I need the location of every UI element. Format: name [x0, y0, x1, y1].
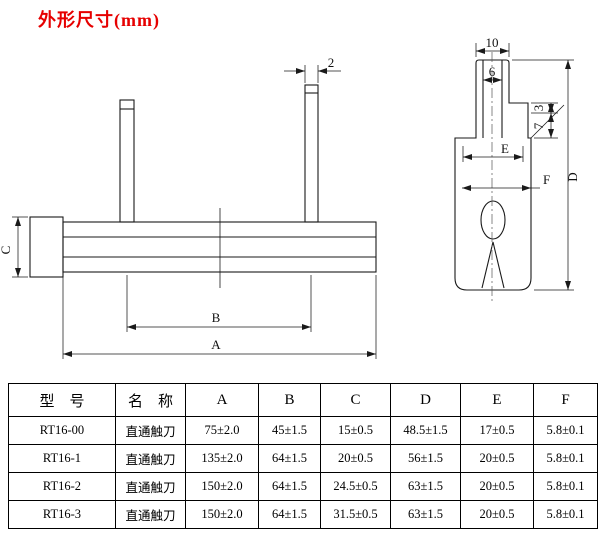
col-header-C: C [320, 383, 391, 417]
dim-value-cell: 20±0.5 [320, 444, 391, 473]
col-header-F: F [533, 383, 598, 417]
dim-label-F: F [543, 172, 550, 187]
dim-value-cell: 63±1.5 [390, 500, 461, 529]
dimension-drawing: 2 C B A [0, 35, 580, 359]
spec-table: 型 号 名 称 A B C D E F RT16-00 直通触刀 75±2.0 … [8, 383, 598, 529]
end-view-dimensions: 10 6 3 7 E F D [462, 35, 580, 291]
dim-label-3: 3 [531, 105, 546, 112]
mounting-hole [480, 200, 506, 240]
dim-value-cell: 15±0.5 [320, 416, 391, 445]
dim-label-D: D [565, 172, 580, 181]
dim-label-E: E [501, 141, 509, 156]
side-view-dimensions: 2 C B A [0, 55, 377, 359]
dim-value-cell: 5.8±0.1 [533, 416, 598, 445]
dim-label-7: 7 [531, 122, 546, 129]
product-name-cell: 直通触刀 [115, 472, 186, 501]
dim-label-10: 10 [486, 35, 499, 50]
model-cell: RT16-1 [8, 444, 116, 473]
table-header-row: 型 号 名 称 A B C D E F [8, 383, 598, 417]
table-row: RT16-2 直通触刀 150±2.0 64±1.5 24.5±0.5 63±1… [8, 472, 598, 501]
dim-value-cell: 5.8±0.1 [533, 472, 598, 501]
table-row: RT16-3 直通触刀 150±2.0 64±1.5 31.5±0.5 63±1… [8, 500, 598, 529]
contact-tab-left [119, 99, 135, 223]
dim-value-cell: 150±2.0 [185, 500, 259, 529]
product-name-cell: 直通触刀 [115, 416, 186, 445]
bottom-slot [481, 241, 505, 289]
dim-value-cell: 5.8±0.1 [533, 444, 598, 473]
table-row: RT16-00 直通触刀 75±2.0 45±1.5 15±0.5 48.5±1… [8, 416, 598, 445]
dim-value-cell: 45±1.5 [258, 416, 321, 445]
dim-label-B: B [212, 310, 221, 325]
col-header-model: 型 号 [8, 383, 116, 417]
page-title: 外形尺寸(mm) [38, 10, 160, 30]
col-header-name: 名 称 [115, 383, 186, 417]
contact-tab-right [304, 84, 319, 223]
dim-value-cell: 75±2.0 [185, 416, 259, 445]
col-header-E: E [460, 383, 534, 417]
blade-body [62, 221, 377, 273]
dim-value-cell: 48.5±1.5 [390, 416, 461, 445]
dim-value-cell: 5.8±0.1 [533, 500, 598, 529]
col-header-B: B [258, 383, 321, 417]
dim-value-cell: 63±1.5 [390, 472, 461, 501]
model-cell: RT16-3 [8, 500, 116, 529]
dim-label-2: 2 [328, 55, 335, 70]
dim-value-cell: 64±1.5 [258, 472, 321, 501]
dim-value-cell: 135±2.0 [185, 444, 259, 473]
dim-label-C: C [0, 246, 13, 255]
dim-value-cell: 64±1.5 [258, 500, 321, 529]
model-cell: RT16-00 [8, 416, 116, 445]
dim-value-cell: 24.5±0.5 [320, 472, 391, 501]
dim-label-A: A [211, 337, 221, 352]
col-header-D: D [390, 383, 461, 417]
dim-value-cell: 20±0.5 [460, 472, 534, 501]
product-name-cell: 直通触刀 [115, 444, 186, 473]
model-cell: RT16-2 [8, 472, 116, 501]
side-view-outline [29, 84, 377, 288]
dim-label-6: 6 [489, 64, 496, 79]
dim-value-cell: 56±1.5 [390, 444, 461, 473]
dim-value-cell: 150±2.0 [185, 472, 259, 501]
dim-value-cell: 31.5±0.5 [320, 500, 391, 529]
end-view-outline [454, 52, 532, 303]
leader-line [530, 104, 565, 139]
dim-value-cell: 20±0.5 [460, 444, 534, 473]
blade-left-cap [29, 216, 64, 278]
dim-value-cell: 64±1.5 [258, 444, 321, 473]
dim-value-cell: 17±0.5 [460, 416, 534, 445]
col-header-A: A [185, 383, 259, 417]
table-row: RT16-1 直通触刀 135±2.0 64±1.5 20±0.5 56±1.5… [8, 444, 598, 473]
clevis-profile [454, 59, 532, 291]
product-name-cell: 直通触刀 [115, 500, 186, 529]
dim-value-cell: 20±0.5 [460, 500, 534, 529]
